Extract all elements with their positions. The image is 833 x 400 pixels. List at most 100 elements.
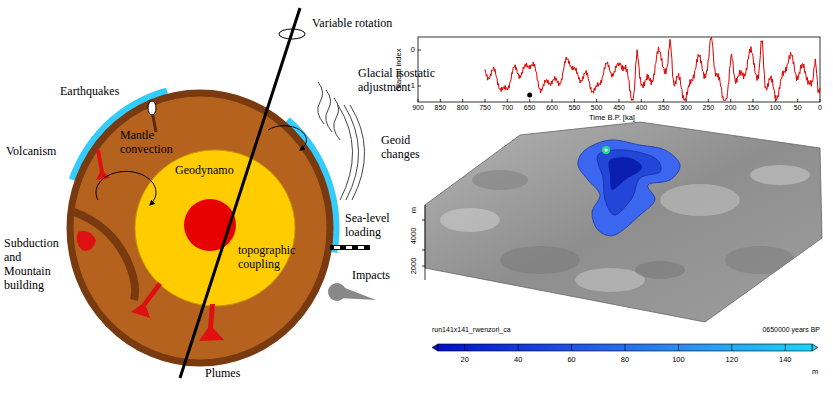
process-label: Sea-level loading (345, 211, 405, 239)
terrain-relief (725, 246, 795, 274)
sea-level-bar-dash (346, 246, 352, 249)
geoid-arc (338, 105, 353, 200)
terrain-relief (440, 208, 500, 232)
ice-sheet-thick (597, 150, 661, 215)
mantle (70, 93, 330, 363)
time-marker (527, 93, 532, 98)
tick-label: 750 (479, 104, 491, 112)
tick-label: 0 (818, 104, 822, 112)
tick-label: 350 (658, 104, 670, 112)
colorbar-label: m (812, 368, 818, 377)
process-label: Geodynamo (175, 163, 234, 177)
process-label: Subduction and Mountain building (4, 236, 66, 293)
x-tick (485, 99, 486, 102)
axis-label: m (410, 207, 419, 213)
terrain-relief (750, 165, 810, 185)
process-label: Glacial isostatic adjustment (358, 66, 454, 94)
axis-label: 4000 (410, 228, 419, 245)
rebound-wave (326, 90, 332, 132)
tick-label: 250 (702, 104, 714, 112)
ice-sheet-core (608, 157, 642, 190)
tick-label: 0 (411, 46, 415, 55)
colorbar-tick (731, 344, 732, 351)
ice-cap-peak-dot (605, 149, 608, 152)
colorbar-end (812, 344, 818, 351)
height-tick (422, 250, 425, 251)
sea-level-bar (330, 245, 370, 250)
x-tick (708, 99, 709, 102)
tick-label: 900 (412, 104, 424, 112)
y-tick (418, 86, 421, 87)
process-label: Earthquakes (60, 84, 119, 98)
colorbar-tick (464, 344, 465, 351)
terrain-relief (500, 246, 580, 274)
colorbar-label: 40 (514, 356, 522, 365)
x-tick (507, 99, 508, 102)
plume (131, 282, 162, 318)
convection-cell (96, 171, 156, 205)
axis-title: Glacial index (395, 49, 404, 92)
y-tick (418, 50, 421, 51)
plot-frame (418, 37, 820, 102)
tick-label: 600 (546, 104, 558, 112)
colorbar-end (432, 344, 438, 351)
x-tick (730, 99, 731, 102)
colorbar-label: 20 (461, 356, 469, 365)
convection-cell (268, 126, 306, 150)
x-tick (529, 99, 530, 102)
tick-label: 100 (769, 104, 781, 112)
rotation-axis (180, 8, 300, 378)
rotation-symbol (279, 29, 305, 39)
x-tick (596, 99, 597, 102)
x-tick (775, 99, 776, 102)
tick-label: 700 (501, 104, 513, 112)
colorbar-tick (785, 344, 786, 351)
axis-title: Time B.P. [ka] (589, 114, 635, 123)
geoid-arc (350, 105, 365, 200)
sea-level-bar-dash (334, 246, 340, 249)
x-tick (552, 99, 553, 102)
geoid-arc (344, 105, 359, 200)
plot-annotation: 0650000 years BP (762, 326, 820, 334)
process-label: Geoid changes (381, 133, 431, 161)
x-tick (753, 99, 754, 102)
terrain-relief (575, 268, 645, 292)
process-label: Plumes (205, 366, 240, 380)
tick-label: 550 (568, 104, 580, 112)
terrain-relief (660, 184, 740, 216)
axis-label: 2000 (410, 258, 419, 275)
process-label: Variable rotation (312, 16, 392, 30)
earth-cross-section (70, 8, 376, 378)
sea-level-bar-dash (358, 246, 364, 249)
plot-annotation: run141x141_rwenzori_ca (432, 326, 511, 334)
rebound-wave (318, 82, 324, 124)
colorbar-tick (518, 344, 519, 351)
earthquake-symbol (148, 101, 156, 115)
tick-label: 650 (524, 104, 536, 112)
impactor (328, 283, 346, 301)
ice-sheet (578, 140, 680, 236)
terrain-relief (472, 170, 528, 190)
x-tick (418, 99, 419, 102)
tick-label: 200 (725, 104, 737, 112)
colorbar-label: 140 (779, 356, 792, 365)
tick-label: 300 (680, 104, 692, 112)
x-tick (574, 99, 575, 102)
colorbar (432, 344, 818, 351)
colorbar-tick (625, 344, 626, 351)
rebound-wave (334, 98, 340, 140)
tick-label: 800 (457, 104, 469, 112)
mountain-root (77, 231, 96, 251)
x-tick (797, 99, 798, 102)
tick-label: 850 (434, 104, 446, 112)
glacial-index-line (485, 37, 820, 100)
x-tick (462, 99, 463, 102)
colorbar-label: 100 (672, 356, 685, 365)
process-label: Mantle convection (120, 128, 182, 156)
outer-core (135, 150, 295, 306)
colorbar-label: 120 (726, 356, 739, 365)
tick-label: 450 (613, 104, 625, 112)
terrain-rendering (422, 122, 822, 322)
